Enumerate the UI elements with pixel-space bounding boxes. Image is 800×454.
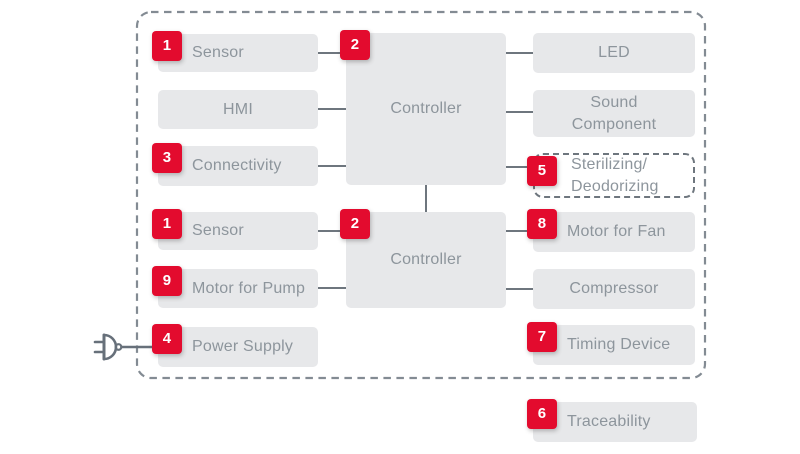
block-controller-top: 2 Controller	[340, 30, 506, 185]
block-label: Sensor	[192, 222, 244, 240]
block-label: HMI	[223, 100, 253, 118]
block-connectivity: 3 Connectivity	[152, 143, 318, 186]
badge-8: 8	[527, 209, 557, 239]
block-power-supply: 4 Power Supply	[152, 324, 318, 367]
block-led: LED	[533, 33, 695, 73]
connector-line	[318, 52, 346, 54]
badge-6: 6	[527, 399, 557, 429]
block-label: Motor for Pump	[192, 279, 306, 297]
badge-3: 3	[152, 143, 182, 173]
connector-line	[506, 230, 533, 232]
badge-9: 9	[152, 266, 182, 296]
block-timing-device: 7 Timing Device	[527, 322, 695, 365]
badge-4: 4	[152, 324, 182, 354]
block-label: Sensor	[192, 44, 244, 62]
block-compressor: Compressor	[533, 269, 695, 309]
block-label: Controller	[390, 251, 462, 269]
connector-line	[506, 166, 533, 168]
block-sensor-top: 1 Sensor	[152, 31, 318, 72]
block-label-line1: Sterilizing/	[571, 156, 648, 174]
block-label: Controller	[390, 100, 462, 118]
block-label: Compressor	[569, 280, 659, 298]
block-label-line2: Component	[571, 115, 657, 133]
block-label: Timing Device	[567, 336, 671, 354]
connector-line	[318, 230, 346, 232]
block-controller-bottom: 2 Controller	[340, 209, 506, 308]
block-hmi: HMI	[158, 90, 318, 129]
badge-5: 5	[527, 156, 557, 186]
connector-line	[318, 165, 346, 167]
block-label-line2: Deodorizing	[571, 177, 659, 195]
block-label: Motor for Fan	[567, 223, 666, 241]
badge-2: 2	[340, 30, 370, 60]
badge-1: 1	[152, 209, 182, 239]
connector-line	[318, 287, 346, 289]
block-label: LED	[598, 44, 630, 62]
block-label: Traceability	[567, 413, 651, 431]
block-sensor-bottom: 1 Sensor	[152, 209, 318, 250]
block-traceability: 6 Traceability	[527, 399, 697, 442]
block-label: Power Supply	[192, 338, 294, 356]
block-label: Connectivity	[192, 157, 282, 175]
block-motor-for-fan: 8 Motor for Fan	[527, 209, 695, 252]
connector-line	[506, 111, 533, 113]
connector-line	[506, 52, 533, 54]
block-sterilizing-deodorizing: 5 Sterilizing/ Deodorizing	[527, 153, 695, 198]
connector-line	[506, 288, 533, 290]
badge-7: 7	[527, 322, 557, 352]
block-label-line1: Sound	[590, 94, 638, 112]
block-motor-for-pump: 9 Motor for Pump	[152, 266, 318, 308]
block-sound-component: Sound Component	[533, 90, 695, 137]
badge-1: 1	[152, 31, 182, 61]
connector-line	[318, 108, 346, 110]
connector-line	[425, 185, 427, 212]
power-plug-icon	[93, 333, 158, 361]
badge-2: 2	[340, 209, 370, 239]
